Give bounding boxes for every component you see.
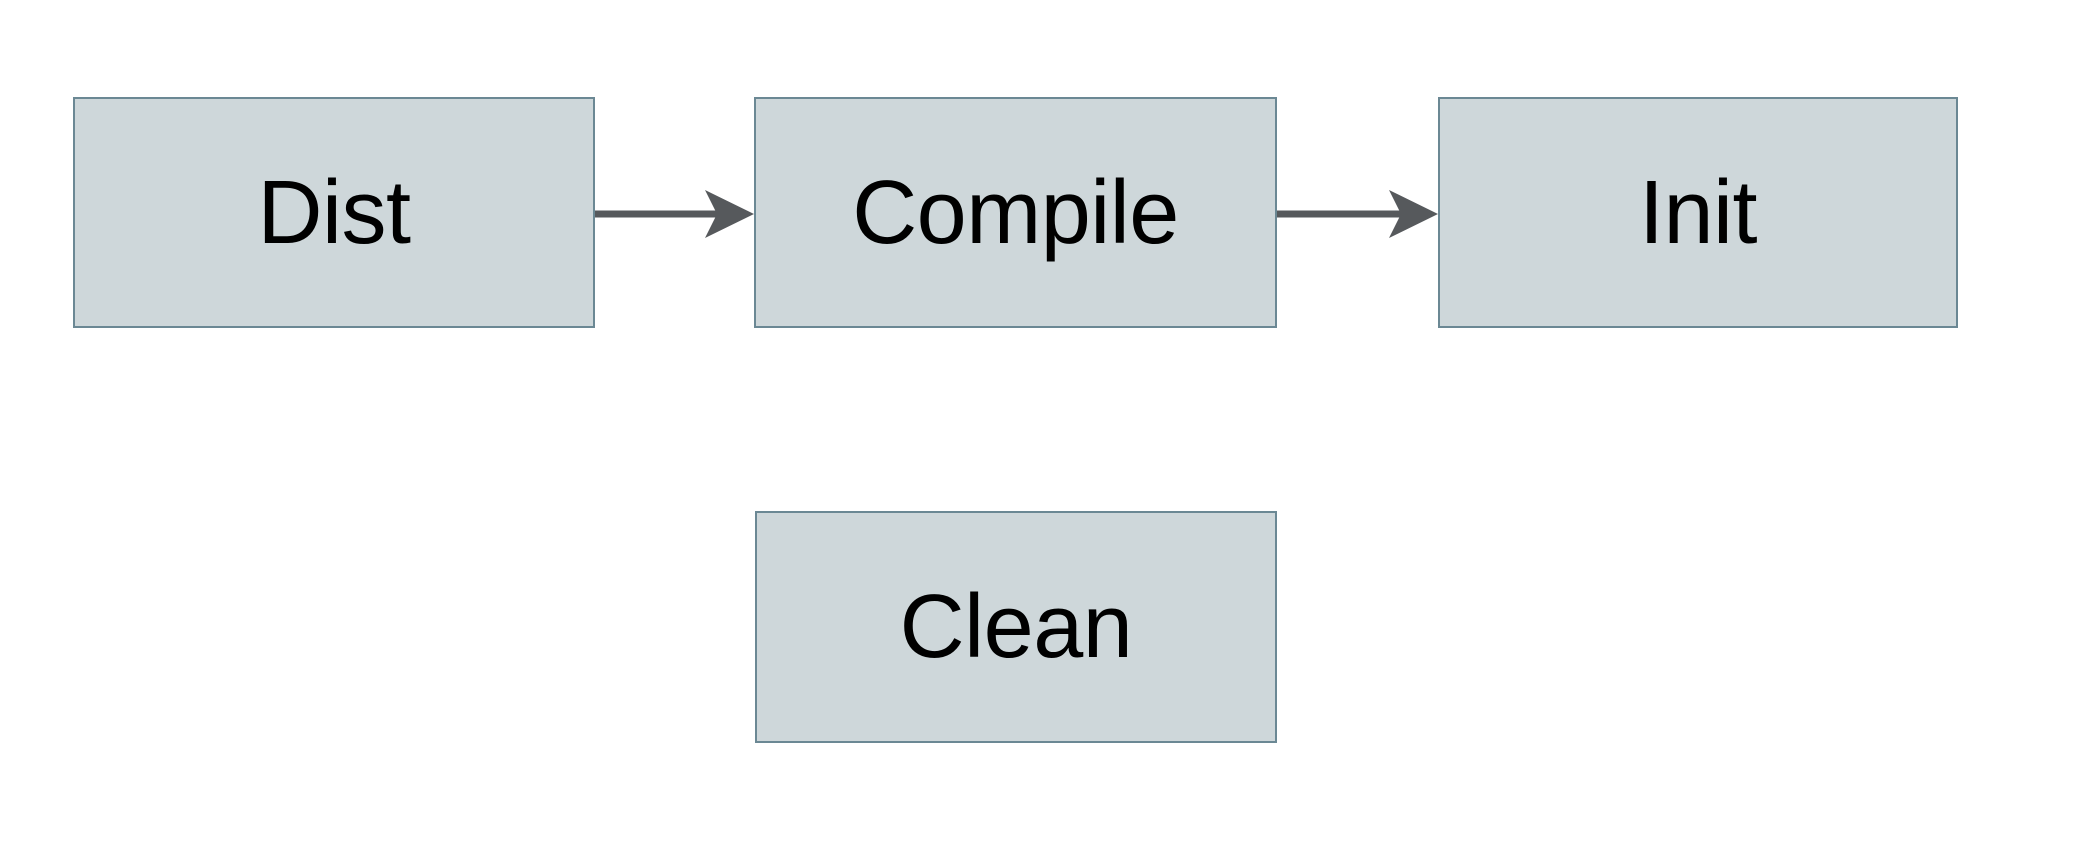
node-dist[interactable]: Dist <box>73 97 595 328</box>
node-compile-label: Compile <box>852 162 1179 263</box>
arrowhead-icon <box>1389 190 1438 238</box>
node-dist-label: Dist <box>257 162 412 263</box>
node-init-label: Init <box>1638 162 1758 263</box>
node-init[interactable]: Init <box>1438 97 1958 328</box>
node-clean[interactable]: Clean <box>755 511 1277 743</box>
node-compile[interactable]: Compile <box>754 97 1277 328</box>
edge-compile-to-init[interactable] <box>1277 186 1439 242</box>
edge-dist-to-compile[interactable] <box>595 186 755 242</box>
node-clean-label: Clean <box>899 577 1133 677</box>
arrowhead-icon <box>705 190 754 238</box>
